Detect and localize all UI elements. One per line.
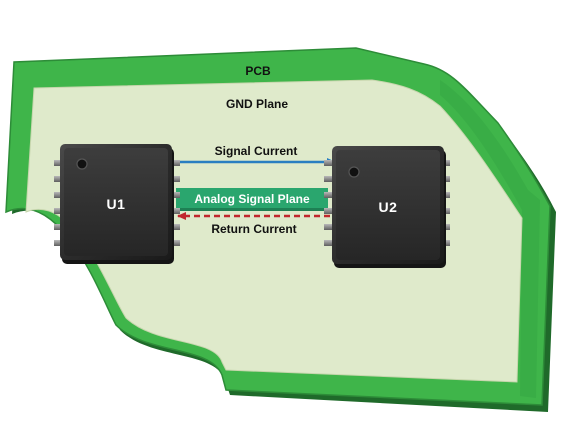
chip-u2-pin — [324, 240, 334, 246]
chip-u1-pin — [170, 176, 180, 182]
chip-u2-top — [336, 150, 440, 260]
analog-signal-plane-shadow — [176, 208, 328, 211]
chip-u1-pin — [54, 160, 64, 166]
chip-u1-pin — [170, 192, 180, 198]
analog-signal-plane — [176, 188, 328, 210]
chip-u1-pin — [54, 208, 64, 214]
chip-u1-pin — [54, 240, 64, 246]
pcb-board-shade — [440, 80, 540, 398]
chip-u1-pin — [54, 176, 64, 182]
chip-u1-pin — [170, 224, 180, 230]
chip-u2-pin — [324, 192, 334, 198]
chip-u1 — [54, 144, 180, 264]
chip-u2 — [324, 146, 450, 268]
chip-u1-pin1-dot — [76, 158, 88, 170]
chip-u2-pin — [324, 160, 334, 166]
chip-u1-pin — [54, 224, 64, 230]
chip-u1-pin — [54, 192, 64, 198]
chip-u1-pin — [170, 240, 180, 246]
chip-u2-pin — [324, 176, 334, 182]
chip-u1-pin — [170, 208, 180, 214]
chip-u1-top — [64, 148, 168, 256]
chip-u2-pin — [324, 208, 334, 214]
chip-u2-pin — [324, 224, 334, 230]
chip-u1-pin — [170, 160, 180, 166]
chip-u2-pin1-dot — [348, 166, 360, 178]
